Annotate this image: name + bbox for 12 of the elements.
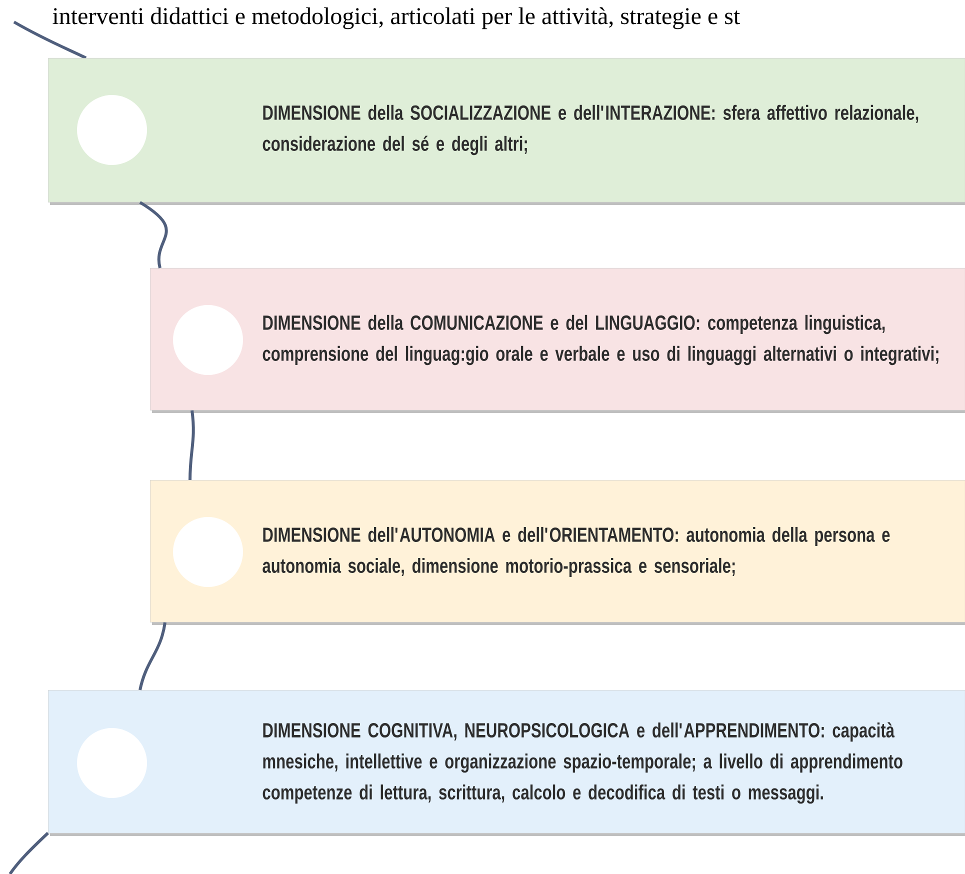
dimension-box: DIMENSIONE della SOCIALIZZAZIONE e dell'INTERAZIONE: sfera affettivo relazionale, considerazione del sé e degli altri; [48, 58, 965, 205]
timeline-line [188, 410, 195, 480]
circle-marker [173, 305, 243, 375]
heading-text: interventi didattici e metodologici, articolati per le attività, strategie e st [52, 7, 740, 30]
dimension-box: DIMENSIONE dell'AUTONOMIA e dell'ORIENTAMENTO: autonomia della persona e autonomia sociale, dimensione motorio-prassica e sensoriale; [150, 480, 965, 625]
circle-marker [77, 95, 147, 165]
timeline-line [139, 201, 168, 268]
circle-marker [173, 517, 243, 587]
dimension-box: DIMENSIONE COGNITIVA, NEUROPSICOLOGICA e dell'APPRENDIMENTO: capacità mnesiche, intellettive e organizzazione spazio-temporale; a livello di apprendimento competenze di lettura, scrittura, calcolo e decodifica di testi o messaggi. [48, 690, 965, 836]
timeline-line [138, 622, 166, 690]
circle-marker [77, 728, 147, 798]
dimension-box: DIMENSIONE della COMUNICAZIONE e del LINGUAGGIO: competenza linguistica, comprensione del linguag:gio orale e verbale e uso di linguaggi alternativi o integrativi; [150, 268, 965, 413]
